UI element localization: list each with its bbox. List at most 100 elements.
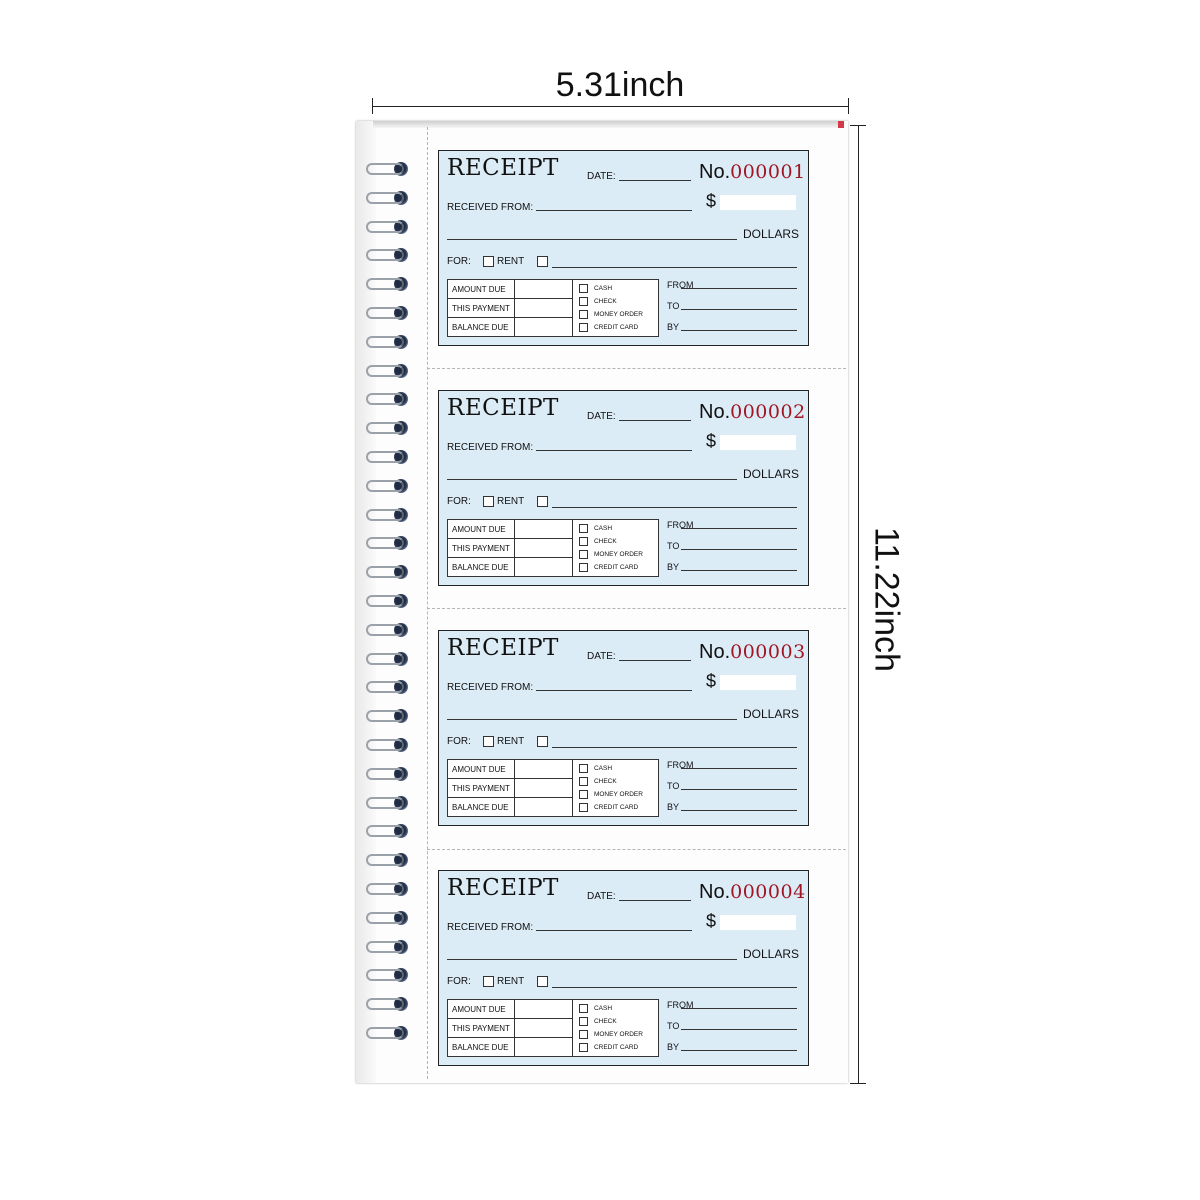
spiral-coil — [366, 794, 416, 812]
amount-due-field[interactable] — [514, 759, 573, 779]
dollars-written-field[interactable] — [447, 239, 737, 240]
spiral-wire — [366, 969, 404, 982]
payment-method-cash[interactable]: CASH — [578, 522, 658, 535]
dollars-written-field[interactable] — [447, 719, 737, 720]
payment-method-check[interactable]: CHECK — [578, 1015, 658, 1028]
from-field[interactable] — [681, 1008, 797, 1009]
by-field[interactable] — [681, 1050, 797, 1051]
spiral-coil — [366, 592, 416, 610]
dollars-written-field[interactable] — [447, 959, 737, 960]
money-order-checkbox[interactable] — [578, 1030, 588, 1039]
credit-card-checkbox[interactable] — [578, 1043, 588, 1052]
this-payment-field[interactable] — [514, 298, 573, 318]
credit-card-checkbox[interactable] — [578, 323, 588, 332]
check-checkbox[interactable] — [578, 777, 588, 786]
money-order-checkbox[interactable] — [578, 550, 588, 559]
payment-method-credit-card[interactable]: CREDIT CARD — [578, 321, 658, 334]
balance-due-field[interactable] — [514, 797, 573, 817]
received-from-label: RECEIVED FROM: — [447, 442, 534, 453]
received-from-field[interactable] — [536, 450, 692, 451]
money-order-checkbox[interactable] — [578, 310, 588, 319]
received-from-field[interactable] — [536, 210, 692, 211]
other-checkbox[interactable] — [537, 256, 548, 267]
by-field[interactable] — [681, 810, 797, 811]
receipt-number-value: 000002 — [730, 401, 806, 423]
rent-checkbox[interactable] — [483, 736, 494, 747]
received-from-field[interactable] — [536, 930, 692, 931]
amount-due-field[interactable] — [514, 279, 573, 299]
spiral-wire — [366, 998, 404, 1011]
to-field[interactable] — [681, 1029, 797, 1030]
amount-due-field[interactable] — [514, 999, 573, 1019]
check-checkbox[interactable] — [578, 537, 588, 546]
dollars-label: DOLLARS — [743, 467, 800, 481]
by-field[interactable] — [681, 330, 797, 331]
cash-checkbox[interactable] — [578, 524, 588, 533]
rent-checkbox[interactable] — [483, 496, 494, 507]
spiral-wire — [366, 1027, 404, 1039]
for-other-field[interactable] — [552, 987, 797, 988]
by-field[interactable] — [681, 570, 797, 571]
payment-method-money-order[interactable]: MONEY ORDER — [578, 1028, 658, 1041]
payment-table: AMOUNT DUE CASH CHECK MONEY ORDER CREDIT… — [446, 519, 660, 577]
money-order-checkbox[interactable] — [578, 790, 588, 799]
date-field[interactable] — [619, 180, 691, 181]
payment-method-check[interactable]: CHECK — [578, 775, 658, 788]
to-field[interactable] — [681, 549, 797, 550]
amount-due-field[interactable] — [514, 519, 573, 539]
balance-due-field[interactable] — [514, 557, 573, 577]
payment-method-check[interactable]: CHECK — [578, 535, 658, 548]
credit-card-checkbox[interactable] — [578, 803, 588, 812]
payment-method-cash[interactable]: CASH — [578, 282, 658, 295]
amount-field[interactable] — [720, 915, 796, 930]
table-row: THIS PAYMENT — [446, 298, 659, 318]
other-checkbox[interactable] — [537, 496, 548, 507]
receipt-no-label: No. — [699, 641, 731, 663]
receipt-no-label: No. — [699, 161, 731, 183]
date-field[interactable] — [619, 660, 691, 661]
from-field[interactable] — [681, 768, 797, 769]
payment-method-cash[interactable]: CASH — [578, 762, 658, 775]
for-other-field[interactable] — [552, 747, 797, 748]
date-field[interactable] — [619, 900, 691, 901]
page-perforation — [427, 849, 846, 850]
for-label: FOR: — [447, 736, 471, 747]
balance-due-field[interactable] — [514, 317, 573, 337]
payment-method-credit-card[interactable]: CREDIT CARD — [578, 801, 658, 814]
cash-checkbox[interactable] — [578, 764, 588, 773]
dollars-written-field[interactable] — [447, 479, 737, 480]
payment-method-credit-card[interactable]: CREDIT CARD — [578, 1041, 658, 1054]
payment-method-money-order[interactable]: MONEY ORDER — [578, 548, 658, 561]
to-field[interactable] — [681, 309, 797, 310]
date-field[interactable] — [619, 420, 691, 421]
payment-method-credit-card[interactable]: CREDIT CARD — [578, 561, 658, 574]
payment-method-check[interactable]: CHECK — [578, 295, 658, 308]
for-other-field[interactable] — [552, 507, 797, 508]
for-other-field[interactable] — [552, 267, 797, 268]
cash-checkbox[interactable] — [578, 284, 588, 293]
amount-field[interactable] — [720, 435, 796, 450]
to-field[interactable] — [681, 789, 797, 790]
amount-field[interactable] — [720, 675, 796, 690]
check-checkbox[interactable] — [578, 297, 588, 306]
this-payment-field[interactable] — [514, 778, 573, 798]
this-payment-field[interactable] — [514, 538, 573, 558]
amount-field[interactable] — [720, 195, 796, 210]
credit-card-checkbox[interactable] — [578, 563, 588, 572]
rent-checkbox[interactable] — [483, 976, 494, 987]
received-from-field[interactable] — [536, 690, 692, 691]
rent-checkbox[interactable] — [483, 256, 494, 267]
other-checkbox[interactable] — [537, 976, 548, 987]
payment-method-money-order[interactable]: MONEY ORDER — [578, 788, 658, 801]
cash-checkbox[interactable] — [578, 1004, 588, 1013]
other-checkbox[interactable] — [537, 736, 548, 747]
spiral-wire — [366, 623, 404, 636]
check-checkbox[interactable] — [578, 1017, 588, 1026]
payment-method-money-order[interactable]: MONEY ORDER — [578, 308, 658, 321]
payment-table: AMOUNT DUE CASH CHECK MONEY ORDER CREDIT… — [446, 279, 660, 337]
payment-method-cash[interactable]: CASH — [578, 1002, 658, 1015]
balance-due-field[interactable] — [514, 1037, 573, 1057]
from-field[interactable] — [681, 288, 797, 289]
from-field[interactable] — [681, 528, 797, 529]
this-payment-field[interactable] — [514, 1018, 573, 1038]
